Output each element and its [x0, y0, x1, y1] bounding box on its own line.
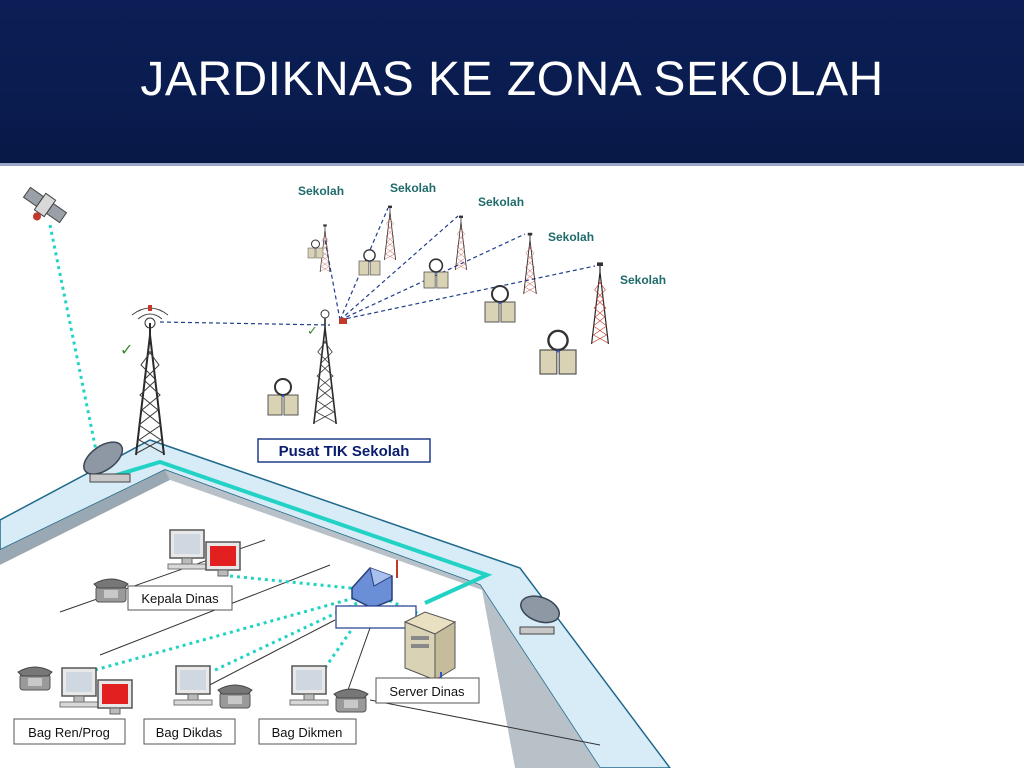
check-mark: ✓	[307, 323, 318, 338]
center-label: Pusat TIK Sekolah	[279, 443, 410, 460]
school-label: Sekolah	[390, 181, 436, 195]
tower-icon	[454, 215, 468, 271]
office-label-box	[127, 585, 233, 611]
server-icon	[403, 611, 457, 682]
tower-icon	[523, 232, 537, 295]
office-label: Bag Dikmen	[272, 725, 343, 740]
title-bar: JARDIKNAS KE ZONA SEKOLAH	[0, 0, 1024, 166]
network-diagram: ✓ ✓ Sekolah Sekolah	[0, 181, 671, 768]
computer-icon	[205, 541, 241, 577]
computer-icon	[484, 285, 516, 323]
computer-icon	[358, 249, 381, 276]
office-label-box	[13, 718, 126, 745]
wireless-router-icon	[351, 560, 398, 609]
office-label-box	[258, 718, 357, 745]
tower-icon	[590, 261, 610, 345]
office-label-box	[375, 677, 480, 704]
office-label: Kepala Dinas	[141, 591, 219, 606]
school-label: Sekolah	[478, 195, 524, 209]
office-label: Bag Dikdas	[156, 725, 223, 740]
tower-icon	[131, 305, 169, 456]
check-mark: ✓	[120, 342, 133, 359]
telephone-icon	[93, 578, 129, 603]
office-inner-wall	[165, 470, 600, 768]
computer-icon	[307, 239, 324, 259]
office-wall-shadow	[0, 470, 170, 565]
telephone-icon	[217, 684, 253, 709]
telephone-icon	[17, 666, 53, 691]
computer-icon	[423, 258, 449, 289]
computer-icon	[97, 679, 133, 715]
office-label: Server Dinas	[389, 684, 465, 699]
school-label: Sekolah	[548, 230, 594, 244]
router-label-box	[335, 605, 417, 629]
tower-icon	[312, 309, 347, 425]
computer-icon	[267, 378, 299, 416]
school-label: Sekolah	[298, 184, 344, 198]
satellite-dish-icon	[83, 441, 131, 483]
school-links	[159, 207, 596, 326]
center-label-box	[257, 438, 431, 463]
satellite-icon	[22, 186, 68, 224]
office-label: Bag Ren/Prog	[28, 725, 110, 740]
telephone-icon	[333, 688, 369, 713]
school-label: Sekolah	[620, 273, 666, 287]
satellite-uplink	[48, 224, 102, 471]
backbone-cable	[99, 459, 493, 605]
satellite-dish-icon	[519, 595, 561, 635]
router-post	[347, 627, 371, 691]
office-label-box	[143, 718, 236, 745]
computer-icon	[538, 329, 578, 376]
slide-title: JARDIKNAS KE ZONA SEKOLAH	[140, 53, 884, 106]
